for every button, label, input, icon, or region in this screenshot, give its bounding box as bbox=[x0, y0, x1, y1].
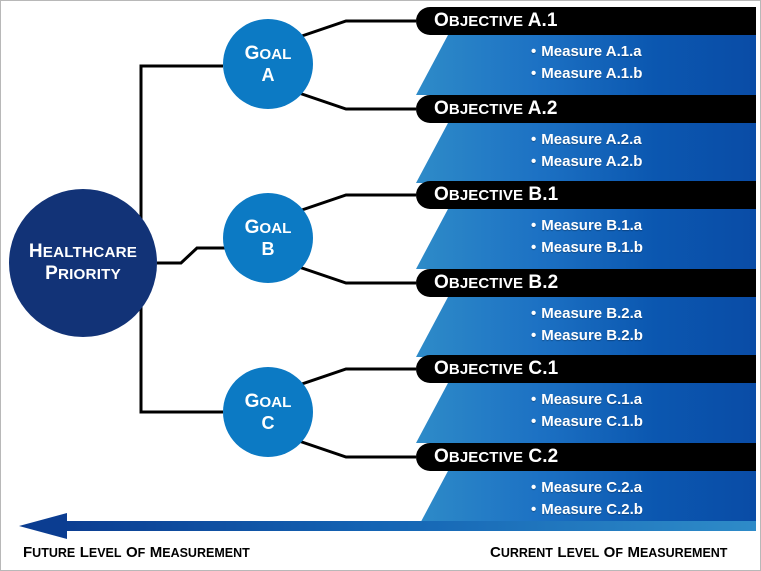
objective-bar[interactable]: OBJECTIVE B.2 bbox=[416, 269, 756, 297]
measure-list: •Measure A.1.a•Measure A.1.b bbox=[531, 41, 642, 85]
goal-b-word: GOAL bbox=[244, 216, 292, 238]
measure-item[interactable]: •Measure C.1.a bbox=[531, 389, 643, 411]
objective-label: OBJECTIVE A.1 bbox=[434, 10, 558, 31]
bullet-icon: • bbox=[531, 131, 537, 148]
goal-b-letter: B bbox=[261, 238, 275, 259]
connector-goal-b-obj-1 bbox=[295, 193, 416, 214]
connector-goal-a-obj-1 bbox=[295, 19, 416, 40]
objective-label: OBJECTIVE A.2 bbox=[434, 98, 558, 119]
measure-item[interactable]: •Measure B.2.b bbox=[531, 325, 643, 347]
objective-group-c1: OBJECTIVE C.1•Measure C.1.a•Measure C.1.… bbox=[416, 355, 756, 443]
goal-a-word: GOAL bbox=[244, 42, 292, 64]
objective-code: C.1 bbox=[523, 358, 559, 379]
measure-item[interactable]: •Measure B.1.a bbox=[531, 215, 643, 237]
objective-group-b2: OBJECTIVE B.2•Measure B.2.a•Measure B.2.… bbox=[416, 269, 756, 357]
measure-item[interactable]: •Measure C.2.b bbox=[531, 499, 643, 521]
objective-bar[interactable]: OBJECTIVE C.1 bbox=[416, 355, 756, 383]
connector-root-goal-a bbox=[139, 64, 223, 259]
measure-item[interactable]: •Measure B.1.b bbox=[531, 237, 643, 259]
objective-group-a2: OBJECTIVE A.2•Measure A.2.a•Measure A.2.… bbox=[416, 95, 756, 183]
root-label-line2: PRIORITY bbox=[45, 263, 121, 284]
measure-band-shape bbox=[416, 35, 756, 95]
measure-band-shape bbox=[416, 297, 756, 357]
objective-code: C.2 bbox=[523, 446, 559, 467]
measure-item[interactable]: •Measure A.1.a bbox=[531, 41, 642, 63]
objective-label: OBJECTIVE C.1 bbox=[434, 358, 559, 379]
objective-bar[interactable]: OBJECTIVE C.2 bbox=[416, 443, 756, 471]
measure-list: •Measure B.1.a•Measure B.1.b bbox=[531, 215, 643, 259]
bullet-icon: • bbox=[531, 43, 537, 60]
goal-node-b[interactable]: GOAL B bbox=[223, 193, 313, 283]
measure-label: Measure A.1.a bbox=[541, 43, 642, 60]
measure-label: Measure B.2.b bbox=[541, 327, 643, 345]
objective-label: OBJECTIVE C.2 bbox=[434, 446, 559, 467]
goal-node-a[interactable]: GOAL A bbox=[223, 19, 313, 109]
goal-c-letter: C bbox=[261, 412, 275, 433]
measure-band: •Measure B.1.a•Measure B.1.b bbox=[416, 209, 756, 269]
measure-band: •Measure C.1.a•Measure C.1.b bbox=[416, 383, 756, 443]
measure-label: Measure B.1.a bbox=[541, 217, 643, 234]
objective-bar[interactable]: OBJECTIVE A.1 bbox=[416, 7, 756, 35]
measure-item[interactable]: •Measure C.2.a bbox=[531, 477, 643, 499]
connector-goal-c-obj-2 bbox=[295, 438, 416, 459]
bullet-icon: • bbox=[531, 501, 537, 519]
objective-code: B.2 bbox=[523, 272, 559, 293]
measure-label: Measure B.1.b bbox=[541, 239, 643, 257]
objective-bar[interactable]: OBJECTIVE A.2 bbox=[416, 95, 756, 123]
root-label-line1: HEALTHCARE bbox=[28, 241, 138, 263]
measurement-direction-arrow bbox=[19, 513, 756, 539]
bullet-icon: • bbox=[531, 217, 537, 234]
connector-root-goal-b bbox=[157, 246, 225, 265]
measure-band-shape bbox=[416, 383, 756, 443]
goal-c-word: GOAL bbox=[244, 390, 292, 412]
bullet-icon: • bbox=[531, 479, 537, 496]
measure-band-shape bbox=[416, 209, 756, 269]
measure-band-shape bbox=[416, 123, 756, 183]
measure-label: Measure A.2.b bbox=[541, 153, 643, 171]
measure-list: •Measure C.2.a•Measure C.2.b bbox=[531, 477, 643, 521]
bullet-icon: • bbox=[531, 239, 537, 257]
measure-label: Measure C.1.a bbox=[541, 391, 643, 408]
measure-list: •Measure C.1.a•Measure C.1.b bbox=[531, 389, 643, 433]
objective-group-b1: OBJECTIVE B.1•Measure B.1.a•Measure B.1.… bbox=[416, 181, 756, 269]
measure-item[interactable]: •Measure B.2.a bbox=[531, 303, 643, 325]
objective-group-a1: OBJECTIVE A.1•Measure A.1.a•Measure A.1.… bbox=[416, 7, 756, 95]
measure-label: Measure B.2.a bbox=[541, 305, 643, 322]
measure-item[interactable]: •Measure A.2.a bbox=[531, 129, 642, 151]
bullet-icon: • bbox=[531, 413, 537, 431]
measure-label: Measure A.1.b bbox=[541, 65, 643, 83]
measure-band: •Measure A.2.a•Measure A.2.b bbox=[416, 123, 756, 183]
connector-goal-a-obj-2 bbox=[295, 90, 416, 111]
measure-label: Measure A.2.a bbox=[541, 131, 642, 148]
measure-list: •Measure A.2.a•Measure A.2.b bbox=[531, 129, 642, 173]
objective-code: A.1 bbox=[523, 10, 558, 31]
measure-label: Measure C.2.b bbox=[541, 501, 643, 519]
measure-item[interactable]: •Measure A.1.b bbox=[531, 63, 642, 85]
connector-goal-c-obj-1 bbox=[295, 367, 416, 388]
bullet-icon: • bbox=[531, 153, 537, 171]
measure-band: •Measure A.1.a•Measure A.1.b bbox=[416, 35, 756, 95]
objective-bar[interactable]: OBJECTIVE B.1 bbox=[416, 181, 756, 209]
measure-band: •Measure B.2.a•Measure B.2.b bbox=[416, 297, 756, 357]
measure-label: Measure C.1.b bbox=[541, 413, 643, 431]
bullet-icon: • bbox=[531, 65, 537, 83]
footer-label-future: FUTURE LEVEL OF MEASUREMENT bbox=[23, 544, 250, 561]
goal-node-c[interactable]: GOAL C bbox=[223, 367, 313, 457]
objective-code: A.2 bbox=[523, 98, 558, 119]
objective-label: OBJECTIVE B.1 bbox=[434, 184, 559, 205]
bullet-icon: • bbox=[531, 391, 537, 408]
measure-label: Measure C.2.a bbox=[541, 479, 643, 496]
goal-a-letter: A bbox=[261, 64, 275, 85]
objective-code: B.1 bbox=[523, 184, 559, 205]
footer-labels: FUTURE LEVEL OF MEASUREMENT CURRENT LEVE… bbox=[1, 544, 760, 570]
bullet-icon: • bbox=[531, 305, 537, 322]
connector-goal-b-obj-2 bbox=[295, 264, 416, 285]
measure-list: •Measure B.2.a•Measure B.2.b bbox=[531, 303, 643, 347]
footer-label-current: CURRENT LEVEL OF MEASUREMENT bbox=[490, 544, 728, 561]
objective-label: OBJECTIVE B.2 bbox=[434, 272, 559, 293]
bullet-icon: • bbox=[531, 327, 537, 345]
measure-item[interactable]: •Measure A.2.b bbox=[531, 151, 642, 173]
root-node-healthcare-priority[interactable]: HEALTHCARE PRIORITY bbox=[9, 189, 157, 337]
measure-item[interactable]: •Measure C.1.b bbox=[531, 411, 643, 433]
